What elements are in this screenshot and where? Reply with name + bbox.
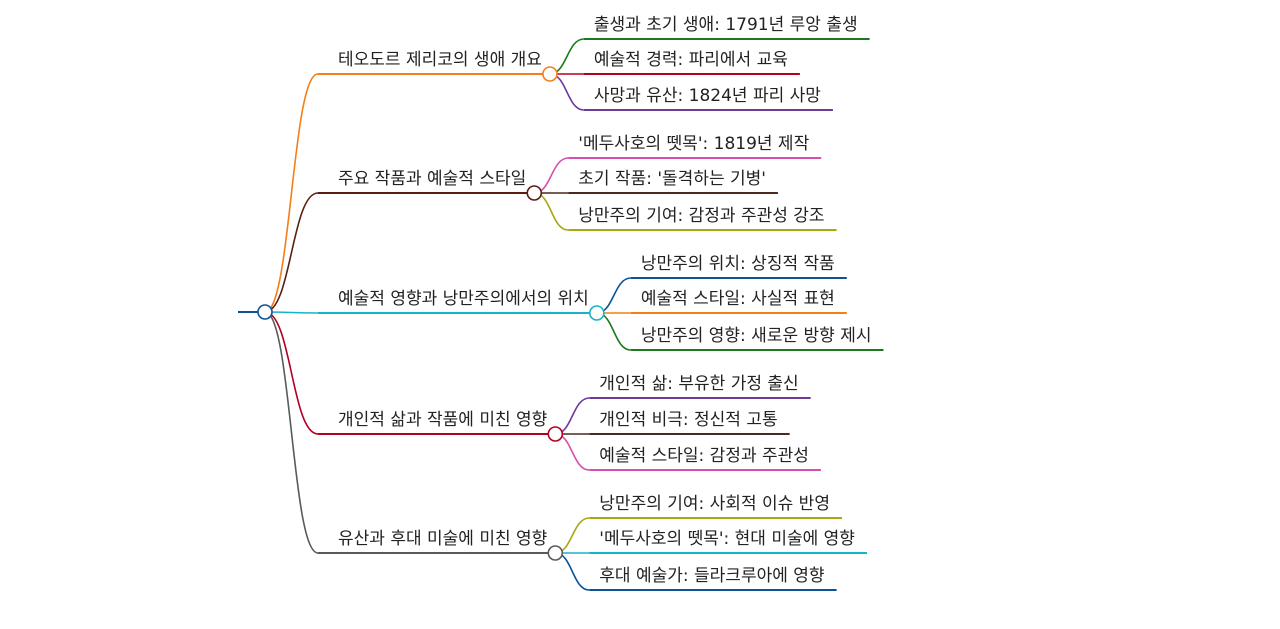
- branch-edge: [264, 73, 319, 313]
- branch-edge: [264, 192, 319, 313]
- child-label: 예술적 스타일: 사실적 표현: [641, 289, 835, 309]
- branch-edge: [264, 311, 319, 554]
- child-label: '메두사호의 뗏목': 1819년 제작: [578, 134, 809, 154]
- branch-edge: [264, 311, 319, 314]
- branch-edge: [264, 311, 319, 435]
- child-label: 낭만주의 영향: 새로운 방향 제시: [641, 326, 872, 346]
- branch-node-circle: [547, 545, 564, 561]
- child-label: 출생과 초기 생애: 1791년 루앙 출생: [594, 15, 858, 35]
- child-label: 예술적 스타일: 감정과 주관성: [599, 446, 809, 466]
- nodes-layer: 테오도르 제리코의 생애 개요 출생과 초기 생애: 1791년 루앙 출생예술적…: [257, 15, 872, 586]
- branch-label: 예술적 영향과 낭만주의에서의 위치: [338, 289, 589, 309]
- child-label: 후대 예술가: 들라크루아에 영향: [599, 566, 824, 586]
- branch-node-circle: [542, 66, 558, 82]
- child-label: 초기 작품: '돌격하는 기병': [578, 169, 766, 189]
- branch-label: 주요 작품과 예술적 스타일: [338, 169, 526, 189]
- child-label: 낭만주의 위치: 상징적 작품: [641, 254, 835, 274]
- branch-label: 유산과 후대 미술에 미친 영향: [338, 529, 547, 549]
- branch-node-circle: [526, 185, 543, 201]
- child-label: 개인적 비극: 정신적 고통: [599, 410, 777, 430]
- branch-node-circle: [547, 426, 564, 442]
- branch-label: 테오도르 제리코의 생애 개요: [338, 50, 542, 70]
- child-label: 예술적 경력: 파리에서 교육: [594, 50, 788, 70]
- child-label: '메두사호의 뗏목': 현대 미술에 영향: [599, 529, 855, 549]
- root-node-circle: [257, 304, 273, 320]
- branch-label: 개인적 삶과 작품에 미친 영향: [338, 410, 547, 430]
- child-label: 사망과 유산: 1824년 파리 사망: [594, 86, 821, 106]
- child-label: 낭만주의 기여: 감정과 주관성 강조: [578, 206, 824, 226]
- branch-node-circle: [589, 305, 605, 321]
- child-label: 낭만주의 기여: 사회적 이슈 반영: [599, 494, 830, 514]
- child-label: 개인적 삶: 부유한 가정 출신: [599, 374, 798, 394]
